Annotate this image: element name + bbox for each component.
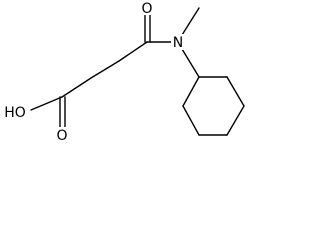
ring-bond-5 (182, 105, 200, 136)
ring-bond-6 (182, 76, 200, 107)
bond-nitrogen-cyclohexyl (181, 48, 200, 78)
bond-ch2-amide (118, 41, 148, 62)
hydroxyl-label: HO (4, 105, 26, 121)
bond-carboxyl-ch2 (61, 77, 92, 98)
bond-nitrogen-methyl (181, 7, 200, 36)
amide-nitrogen-label: N (173, 35, 183, 51)
structure-diagram: HO O O N (3, 0, 245, 144)
amide-carbonyl-oxygen-label: O (141, 1, 152, 17)
bond-hydroxyl-carboxyl (30, 96, 63, 111)
acid-carbonyl-oxygen-label: O (56, 128, 67, 144)
ring-bond-2 (226, 76, 245, 107)
ring-bond-3 (226, 105, 245, 136)
bond-ch2-ch2 (90, 60, 120, 79)
